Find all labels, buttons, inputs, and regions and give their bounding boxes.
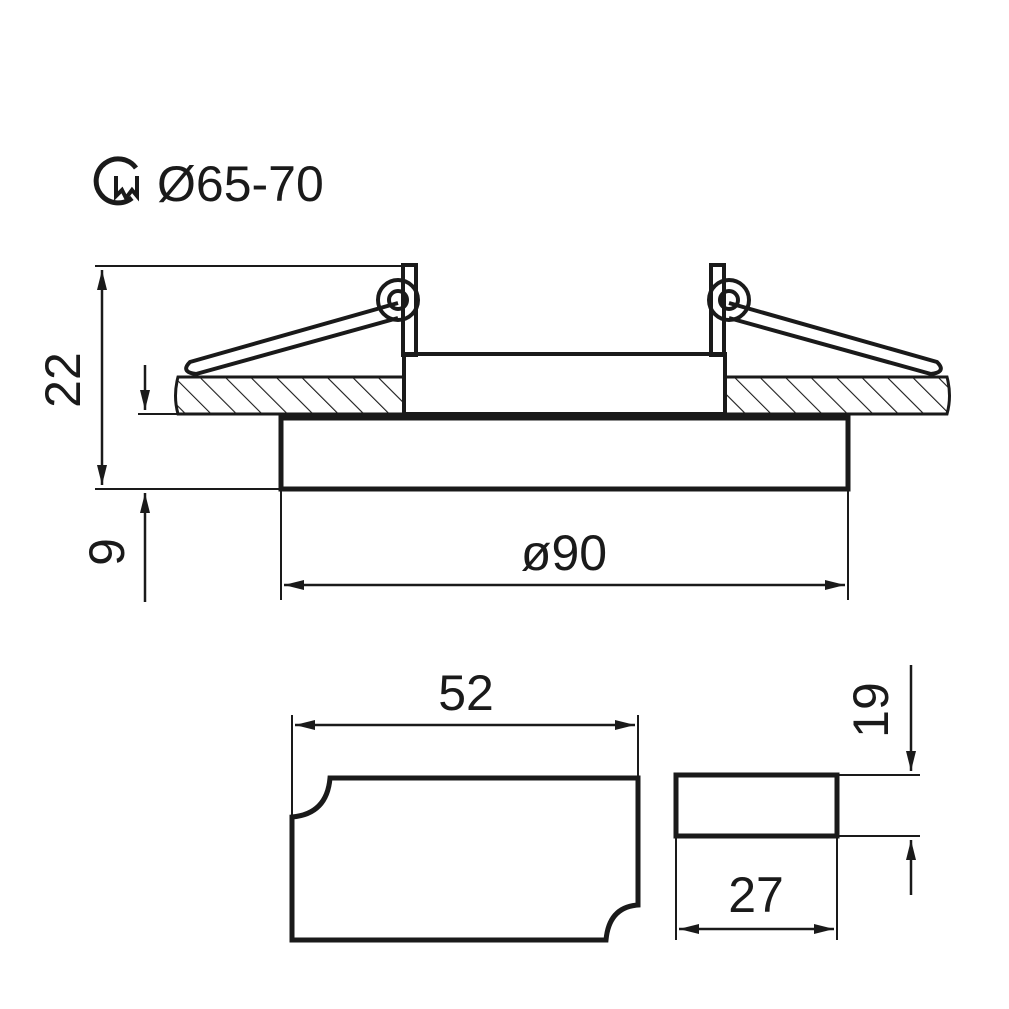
socket-height-label: 19	[843, 682, 899, 738]
dimension-outer-diameter	[280, 489, 849, 600]
cutout-saw-icon	[93, 156, 139, 206]
dimension-socket-depth	[675, 836, 838, 940]
dimension-board-thickness	[138, 365, 178, 415]
trim-height-label: 9	[79, 538, 135, 566]
ceiling-board-left	[174, 375, 406, 416]
height-total-label: 22	[35, 352, 91, 408]
fixture-housing	[402, 352, 727, 416]
cutout-diameter-label: Ø65-70	[157, 156, 324, 212]
spring-clip-left	[184, 263, 420, 377]
spring-clip-right	[707, 263, 943, 377]
socket-width-label: 52	[438, 665, 494, 721]
socket-side-view	[673, 772, 840, 839]
dimension-height-total	[95, 265, 403, 490]
socket-depth-label: 27	[728, 867, 784, 923]
dimension-socket-height	[837, 665, 920, 895]
dimension-socket-width	[291, 715, 639, 815]
fixture-trim-ring	[278, 415, 851, 492]
ceiling-board-right	[723, 375, 951, 416]
socket-front-view	[289, 775, 641, 943]
outer-diameter-label: ø90	[521, 525, 607, 581]
